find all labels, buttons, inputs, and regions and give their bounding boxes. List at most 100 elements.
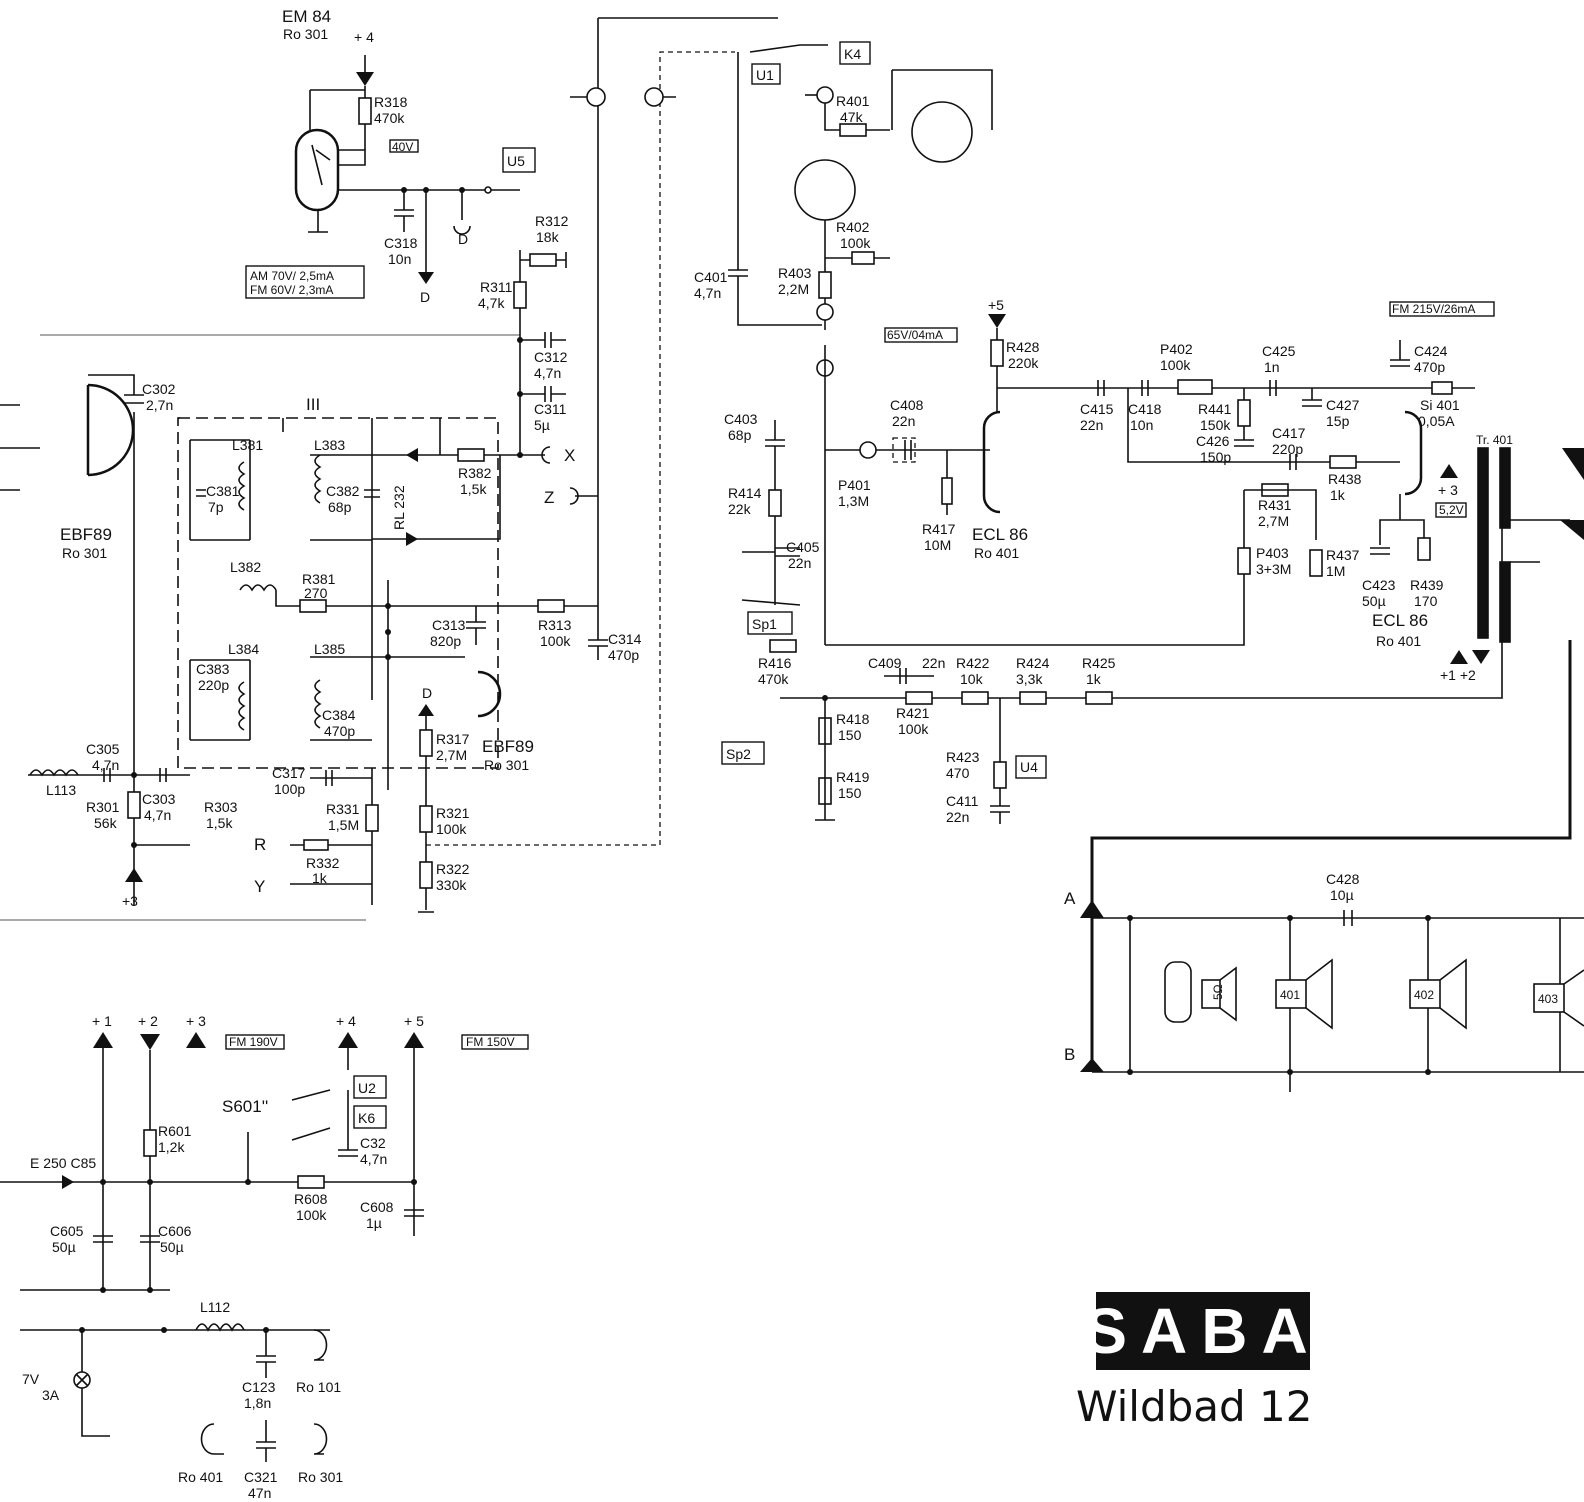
label-r318: R318 bbox=[374, 94, 408, 110]
label-l385: L385 bbox=[314, 641, 345, 657]
label-c426-value: 150p bbox=[1200, 449, 1231, 465]
label-ro101: Ro 101 bbox=[296, 1379, 341, 1395]
din-socket-a bbox=[911, 101, 973, 163]
label-c312-value: 4,7n bbox=[534, 365, 561, 381]
label-r313: R313 bbox=[538, 617, 572, 633]
label-p401: P401 bbox=[838, 477, 871, 493]
label-c605-value: 50µ bbox=[52, 1239, 76, 1255]
capacitor-c417 bbox=[1289, 454, 1297, 470]
label-r-terminal: R bbox=[254, 835, 266, 854]
label-5-ohm: 5Ω bbox=[1211, 984, 1225, 1000]
label-c418: C418 bbox=[1128, 401, 1162, 417]
label-c417-value: 220p bbox=[1272, 441, 1303, 457]
label-ebf89-a-ro: Ro 301 bbox=[62, 545, 107, 561]
label-r425-value: 1k bbox=[1086, 671, 1102, 687]
resistor-r312 bbox=[529, 253, 557, 267]
capacitor-c312 bbox=[520, 332, 566, 348]
capacitor-c313 bbox=[466, 606, 486, 645]
label-y-terminal: Y bbox=[254, 877, 265, 896]
label-c427: C427 bbox=[1326, 397, 1360, 413]
label-s601: S601'' bbox=[222, 1097, 268, 1116]
resistor-r321 bbox=[419, 805, 433, 833]
label-r421: R421 bbox=[896, 705, 930, 721]
label-lamp-current: 3A bbox=[42, 1387, 60, 1403]
label-c428-value: 10µ bbox=[1330, 887, 1354, 903]
label-c318: C318 bbox=[384, 235, 418, 251]
label-c417: C417 bbox=[1272, 425, 1306, 441]
label-fm150: FM 150V bbox=[466, 1035, 515, 1049]
if-stage bbox=[0, 17, 778, 921]
label-c318-value: 10n bbox=[388, 251, 411, 267]
label-rl232: RL 232 bbox=[391, 485, 407, 530]
supply-plus1 bbox=[1450, 650, 1468, 664]
label-r322: R322 bbox=[436, 861, 470, 877]
rail-plus1 bbox=[93, 1032, 113, 1048]
label-terminal-a: A bbox=[1064, 889, 1076, 908]
label-x: X bbox=[564, 446, 575, 465]
label-c123: C123 bbox=[242, 1379, 276, 1395]
capacitor-c403 bbox=[765, 420, 785, 490]
label-r301-value: 56k bbox=[94, 815, 118, 831]
switch-sp1-box bbox=[747, 611, 793, 635]
label-fm215: FM 215V/26mA bbox=[1392, 302, 1475, 316]
label-r381: R381 bbox=[302, 571, 336, 587]
heater-ro301 bbox=[313, 1423, 328, 1455]
label-plus3-a: +3 bbox=[122, 893, 138, 909]
label-plus5: +5 bbox=[988, 297, 1004, 313]
label-r403-value: 2,2M bbox=[778, 281, 809, 297]
label-40v: 40V bbox=[392, 140, 413, 154]
label-z: Z bbox=[544, 488, 554, 507]
label-speaker-403: 403 bbox=[1538, 992, 1558, 1006]
label-l382: L382 bbox=[230, 559, 261, 575]
label-r439-value: 170 bbox=[1414, 593, 1438, 609]
label-r423-value: 470 bbox=[946, 765, 970, 781]
coil-l113 bbox=[29, 769, 79, 777]
label-p403-value: 3+3M bbox=[1256, 561, 1291, 577]
label-c383-value: 220p bbox=[198, 677, 229, 693]
label-r416-value: 470k bbox=[758, 671, 789, 687]
fuse-si401 bbox=[1431, 381, 1453, 395]
label-c408: C408 bbox=[890, 397, 924, 413]
resistor-r317 bbox=[419, 729, 433, 757]
label-r601-value: 1,2k bbox=[158, 1139, 185, 1155]
label-c408-value: 22n bbox=[892, 413, 915, 429]
label-c409: C409 bbox=[868, 655, 902, 671]
label-d1: D bbox=[420, 289, 430, 305]
label-r317-value: 2,7M bbox=[436, 747, 467, 763]
label-r401: R401 bbox=[836, 93, 870, 109]
label-r428: R428 bbox=[1006, 339, 1040, 355]
capacitor-c408 bbox=[876, 440, 990, 460]
resistor-r416 bbox=[769, 639, 797, 653]
label-r601: R601 bbox=[158, 1123, 192, 1139]
coil-l384 bbox=[238, 681, 246, 731]
voltage-info-box bbox=[245, 265, 365, 299]
label-l381: L381 bbox=[232, 437, 263, 453]
label-c411-value: 22n bbox=[946, 809, 969, 825]
heater-ro101 bbox=[313, 1329, 328, 1361]
label-c608: C608 bbox=[360, 1199, 394, 1215]
label-r321-value: 100k bbox=[436, 821, 467, 837]
label-c403: C403 bbox=[724, 411, 758, 427]
label-c425: C425 bbox=[1262, 343, 1296, 359]
label-module-iii: III bbox=[306, 395, 320, 414]
label-l113: L113 bbox=[46, 782, 76, 798]
label-c381: C381 bbox=[206, 483, 240, 499]
label-r424: R424 bbox=[1016, 655, 1050, 671]
resistor-r441 bbox=[1237, 399, 1251, 427]
label-c317: C317 bbox=[272, 765, 306, 781]
label-e250c85: E 250 C85 bbox=[30, 1155, 96, 1171]
capacitor-c317 bbox=[310, 768, 373, 905]
label-p401-value: 1,3M bbox=[838, 493, 869, 509]
terminal-d bbox=[418, 272, 434, 284]
transformer-tr401 bbox=[1477, 447, 1489, 639]
label-em84-ro: Ro 301 bbox=[283, 26, 328, 42]
label-r422: R422 bbox=[956, 655, 990, 671]
resistor-r318 bbox=[358, 97, 372, 125]
switch-u1-box bbox=[751, 63, 781, 85]
label-r422-value: 10k bbox=[960, 671, 984, 687]
label-r419: R419 bbox=[836, 769, 870, 785]
resistor-r425 bbox=[1085, 691, 1113, 705]
ecl86-tube-a bbox=[982, 410, 1001, 514]
resistor-r417 bbox=[941, 477, 953, 505]
coil-l381 bbox=[238, 461, 246, 511]
